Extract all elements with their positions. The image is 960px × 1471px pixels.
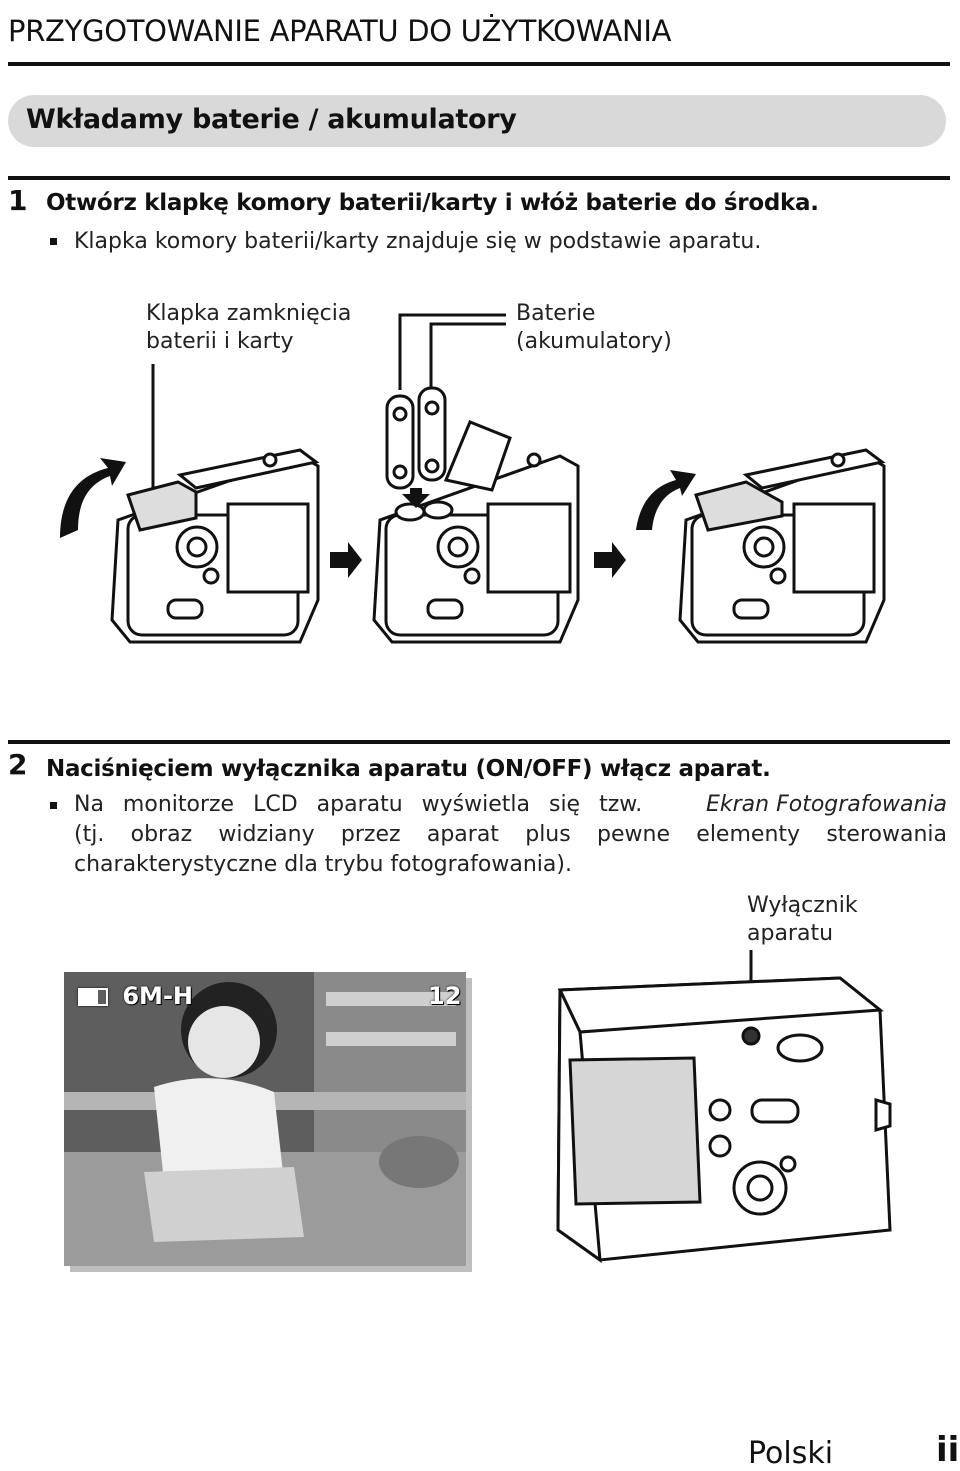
- camera-power-illustration: [556, 950, 892, 1264]
- battery-insertion-illustration: [60, 313, 886, 644]
- label-power-line2: aparatu: [747, 921, 834, 946]
- arrow-right-icon: [330, 542, 362, 578]
- label-power-button: Wyłącznik aparatu: [747, 892, 858, 948]
- label-batteries-line2: (akumulatory): [516, 329, 672, 354]
- label-batteries: Baterie (akumulatory): [516, 300, 672, 356]
- section-title: Wkładamy baterie / akumulatory: [26, 104, 517, 135]
- lcd-mode: 6M-H: [122, 982, 193, 1010]
- camera-left: [110, 448, 320, 644]
- page-number: ii: [936, 1430, 960, 1470]
- preview-photo: [64, 972, 466, 1266]
- lcd-shots-remaining: 12: [428, 982, 462, 1010]
- label-batteries-line1: Baterie: [516, 301, 596, 326]
- step2-bullet-line3: charakterystyczne dla trybu fotografowan…: [74, 852, 572, 877]
- battery-icons: [385, 386, 447, 490]
- section-banner: Wkładamy baterie / akumulatory: [8, 95, 946, 147]
- label-cover: Klapka zamknięcia baterii i karty: [146, 300, 351, 356]
- step1-number: 1: [8, 184, 28, 217]
- step1-rule: [8, 176, 950, 180]
- arrow-right-icon: [594, 542, 626, 578]
- step2-bullet-emphasis: Ekran Fotografowania: [705, 792, 947, 817]
- close-cover-arrow: [636, 470, 696, 530]
- label-cover-line2: baterii i karty: [146, 329, 294, 354]
- bullet-icon: [50, 802, 57, 809]
- camera-middle: [372, 420, 580, 644]
- lcd-shooting-screen: 6M-H 12: [64, 972, 466, 1266]
- bullet-icon: [50, 238, 57, 245]
- label-cover-line1: Klapka zamknięcia: [146, 301, 352, 326]
- step2-bullet-line2: (tj. obraz widziany przez aparat plus pe…: [74, 822, 947, 847]
- battery-icon: [78, 988, 108, 1006]
- step2-rule: [8, 740, 950, 744]
- footer-language: Polski: [748, 1436, 834, 1471]
- step1-bullet-text: Klapka komory baterii/karty znajduje się…: [74, 229, 762, 254]
- page-title: PRZYGOTOWANIE APARATU DO UŻYTKOWANIA: [8, 14, 672, 48]
- header-rule: [8, 62, 950, 66]
- insert-arrow-icon: [402, 488, 430, 508]
- step2-bullet-line1-a: Na monitorze LCD aparatu wyświetla się t…: [74, 792, 643, 817]
- open-cover-arrow: [60, 458, 126, 538]
- step1-heading: Otwórz klapkę komory baterii/karty i włó…: [46, 190, 819, 216]
- camera-right: [678, 448, 886, 644]
- step2-number: 2: [8, 748, 28, 781]
- step2-bullet-line1: Na monitorze LCD aparatu wyświetla się t…: [74, 792, 947, 817]
- label-power-line1: Wyłącznik: [747, 893, 858, 918]
- step2-heading: Naciśnięciem wyłącznika aparatu (ON/OFF)…: [46, 756, 771, 782]
- lcd-mode-indicator: 6M-H: [78, 982, 193, 1010]
